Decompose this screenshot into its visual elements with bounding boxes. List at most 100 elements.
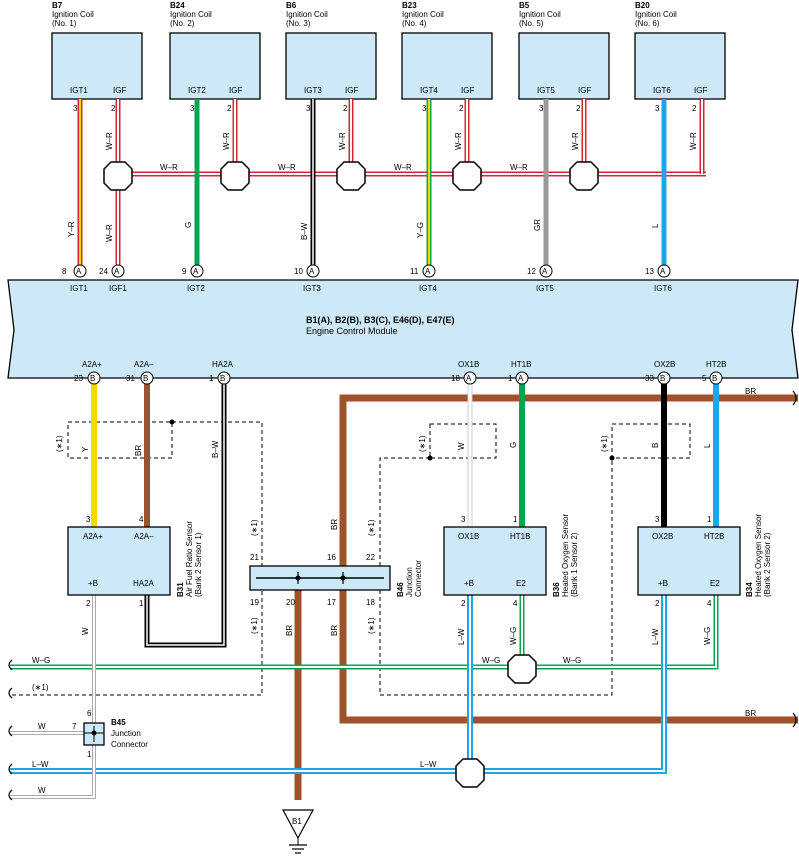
shield-dot: [169, 419, 175, 425]
wire-label: W–R: [394, 163, 412, 172]
wire-stripe: [10, 595, 665, 772]
coil-name: Ignition Coil: [635, 10, 677, 19]
coil-box: [518, 32, 610, 100]
junction-name: Junction: [405, 567, 414, 597]
pin-number: 17: [327, 598, 336, 607]
pin-number: 13: [645, 267, 654, 276]
wire-label: Y–G: [416, 222, 425, 238]
connector-letter: A: [114, 267, 120, 276]
pin-label-igt: IGT2: [188, 86, 206, 95]
connector-letter: A: [518, 374, 524, 383]
connector-marker: [709, 371, 723, 385]
pin-number: 23: [74, 374, 83, 383]
wire-label: W–G: [563, 656, 581, 665]
pin-label: IGT3: [303, 284, 321, 293]
coil-box: [285, 32, 377, 100]
sensor-name: Heated Oxygen Sensor: [754, 514, 763, 597]
coil-number: (No. 2): [170, 19, 195, 28]
wire-label: BR: [330, 519, 339, 530]
splice-point: [452, 161, 482, 191]
pin-number: 1: [139, 599, 144, 608]
wire-label: L: [703, 443, 712, 448]
wire-label: Y–R: [67, 221, 76, 237]
connector-letter: A: [193, 267, 199, 276]
wire-label: W–R: [689, 132, 698, 150]
pin-label: A2A+: [82, 360, 102, 369]
coil-code: B20: [635, 1, 650, 10]
pin-number: 3: [306, 104, 311, 113]
pin-label: IGF1: [109, 284, 127, 293]
coil-name: Ignition Coil: [519, 10, 561, 19]
pin-number: 1: [209, 374, 214, 383]
pin-label: OX1B: [458, 360, 479, 369]
pin-number: 6: [87, 709, 92, 718]
pin-label: OX2B: [652, 532, 673, 541]
pin-label: A2A–: [134, 360, 154, 369]
connector-marker: [217, 371, 231, 385]
connector-letter: A: [660, 267, 666, 276]
sensor-code: B34: [745, 582, 754, 597]
wire-label: BR: [285, 625, 294, 636]
pin-label: IGT4: [419, 284, 437, 293]
pin-number: 33: [645, 374, 654, 383]
shield-dot: [427, 455, 433, 461]
wire-stripe: [146, 384, 225, 646]
pin-label: HT2B: [704, 532, 724, 541]
wire-label: W: [38, 722, 46, 731]
sensor-b36-heated-oxygen: OX1B HT1B +B E2 3 1 2 4 B36 Heated Oxyge…: [443, 514, 579, 608]
pin-label: A2A–: [134, 532, 154, 541]
shield-note: (∗1): [55, 435, 64, 452]
wire-label: W–R: [105, 224, 114, 242]
wire-lw: [10, 595, 667, 774]
connector-marker: [111, 264, 125, 278]
pin-number: 2: [655, 599, 660, 608]
pin-number: 10: [294, 267, 303, 276]
ecm-subtitle: Engine Control Module: [306, 326, 398, 336]
pin-number: 5: [702, 374, 707, 383]
ignition-coils: B7 Ignition Coil (No. 1) IGT1 IGF B24 Ig…: [51, 1, 726, 113]
ignition-coil-4: B23 Ignition Coil (No. 4) IGT4 IGF: [401, 1, 493, 100]
wire-label: L–W: [457, 628, 466, 645]
pin-number: 20: [286, 598, 295, 607]
sensor-b31-air-fuel-ratio: A2A+ A2A– +B HA2A 3 4 2 1 B31 Air Fuel R…: [67, 515, 203, 608]
pin-number: 19: [250, 598, 259, 607]
coil-code: B5: [519, 1, 530, 10]
pin-number: 4: [707, 599, 712, 608]
wire-label: BR: [330, 625, 339, 636]
connector-marker: [87, 371, 101, 385]
pin-number: 11: [410, 267, 419, 276]
wire-label: W: [457, 442, 466, 450]
coil-code: B6: [286, 1, 297, 10]
connector-marker: [73, 264, 87, 278]
wire-label: L–W: [420, 760, 437, 769]
coil-box: [401, 32, 493, 100]
pin-number: 8: [62, 267, 67, 276]
pin-label-igt: IGT1: [70, 86, 88, 95]
shield-line: [379, 457, 613, 696]
igt-wiring: Y–R G B–W Y–G GR L: [67, 99, 667, 266]
sensor-box: [637, 526, 741, 596]
pin-label: HA2A: [212, 360, 234, 369]
connector-letter: B: [220, 374, 225, 383]
pin-label: E2: [516, 579, 526, 588]
wire-bw-ha2a: [144, 384, 227, 648]
wire-wg: [10, 595, 719, 670]
wire-label: Y: [81, 446, 90, 452]
pin-label: IGT2: [187, 284, 205, 293]
pin-label-igf: IGF: [694, 86, 707, 95]
shield-note: (∗1): [367, 519, 376, 536]
pin-label: IGT1: [70, 284, 88, 293]
junction-connector-b46: 21 16 22 19 20 17 18 B46 Junction Connec…: [249, 553, 423, 607]
pin-number: 21: [250, 553, 259, 562]
break-marks-left: [8, 659, 13, 801]
wire-label: W–G: [509, 627, 518, 645]
connector-marker: [657, 264, 671, 278]
wire-label: W–R: [571, 132, 580, 150]
coil-box: [634, 32, 726, 100]
pin-number: 22: [366, 553, 375, 562]
pin-number: 24: [99, 267, 108, 276]
shield-note: (∗1): [418, 435, 427, 452]
pin-number: 1: [87, 750, 92, 759]
pin-number: 16: [327, 553, 336, 562]
splice-point: [220, 161, 250, 191]
